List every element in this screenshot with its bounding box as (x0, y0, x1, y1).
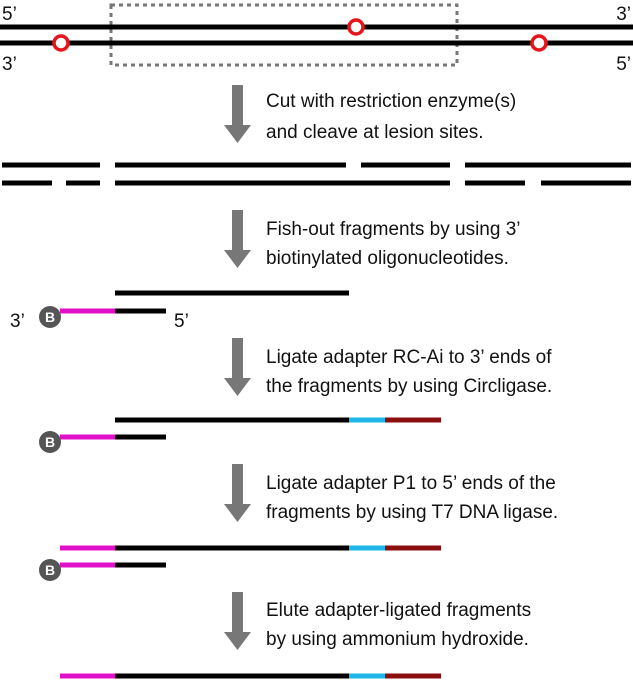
step-4-line-1: Ligate adapter P1 to 5’ ends of the (266, 473, 556, 494)
lesion-icon (347, 18, 365, 36)
step-arrow-4 (224, 464, 251, 522)
biotin-icon (39, 431, 61, 453)
biotin-label: B (45, 309, 55, 325)
step-arrow-5 (224, 592, 251, 650)
step-2-line-2: biotinylated oligonucleotides. (266, 248, 509, 269)
down-arrow-icon (224, 592, 251, 650)
lesion-icon (52, 34, 70, 52)
label-5prime-fragment: 5’ (174, 311, 189, 332)
step-5-line-2: by using ammonium hydroxide. (266, 629, 529, 650)
p1-ligated-fragment: B (39, 545, 441, 581)
cut-fragments (2, 162, 631, 186)
step-4-line-2: fragments by using T7 DNA ligase. (266, 502, 558, 523)
down-arrow-icon (224, 85, 251, 143)
biotin-icon (39, 559, 61, 581)
biotin-label: B (45, 434, 55, 450)
step-arrow-3 (224, 338, 251, 396)
step-arrow-1 (224, 85, 251, 143)
genomic-dna-duplex: 5’ 3’ 3’ 5’ (0, 3, 633, 75)
label-3prime-bottom-left: 3’ (2, 54, 17, 75)
rc-ai-ligated-fragment: B (39, 417, 441, 453)
step-arrow-2 (224, 210, 251, 268)
down-arrow-icon (224, 210, 251, 268)
biotin-icon (39, 306, 61, 328)
down-arrow-icon (224, 464, 251, 522)
label-5prime-top-left: 5’ (2, 4, 17, 25)
selection-box (109, 3, 459, 67)
lesion-icon (530, 34, 548, 52)
step-5-line-1: Elute adapter-ligated fragments (266, 600, 531, 621)
label-3prime-top-right: 3’ (616, 4, 631, 25)
step-3-line-2: the fragments by using Circligase. (266, 376, 552, 397)
label-5prime-bottom-right: 5’ (616, 54, 631, 75)
step-2-line-1: Fish-out fragments by using 3’ (266, 219, 521, 240)
captured-fragment: B 3’ 5’ (10, 290, 349, 332)
down-arrow-icon (224, 338, 251, 396)
step-1-line-2: and cleave at lesion sites. (266, 122, 484, 143)
biotin-label: B (45, 562, 55, 578)
step-1-line-1: Cut with restriction enzyme(s) (266, 91, 516, 112)
step-3-line-1: Ligate adapter RC-Ai to 3’ ends of (266, 347, 552, 368)
label-3prime-fragment: 3’ (10, 311, 25, 332)
